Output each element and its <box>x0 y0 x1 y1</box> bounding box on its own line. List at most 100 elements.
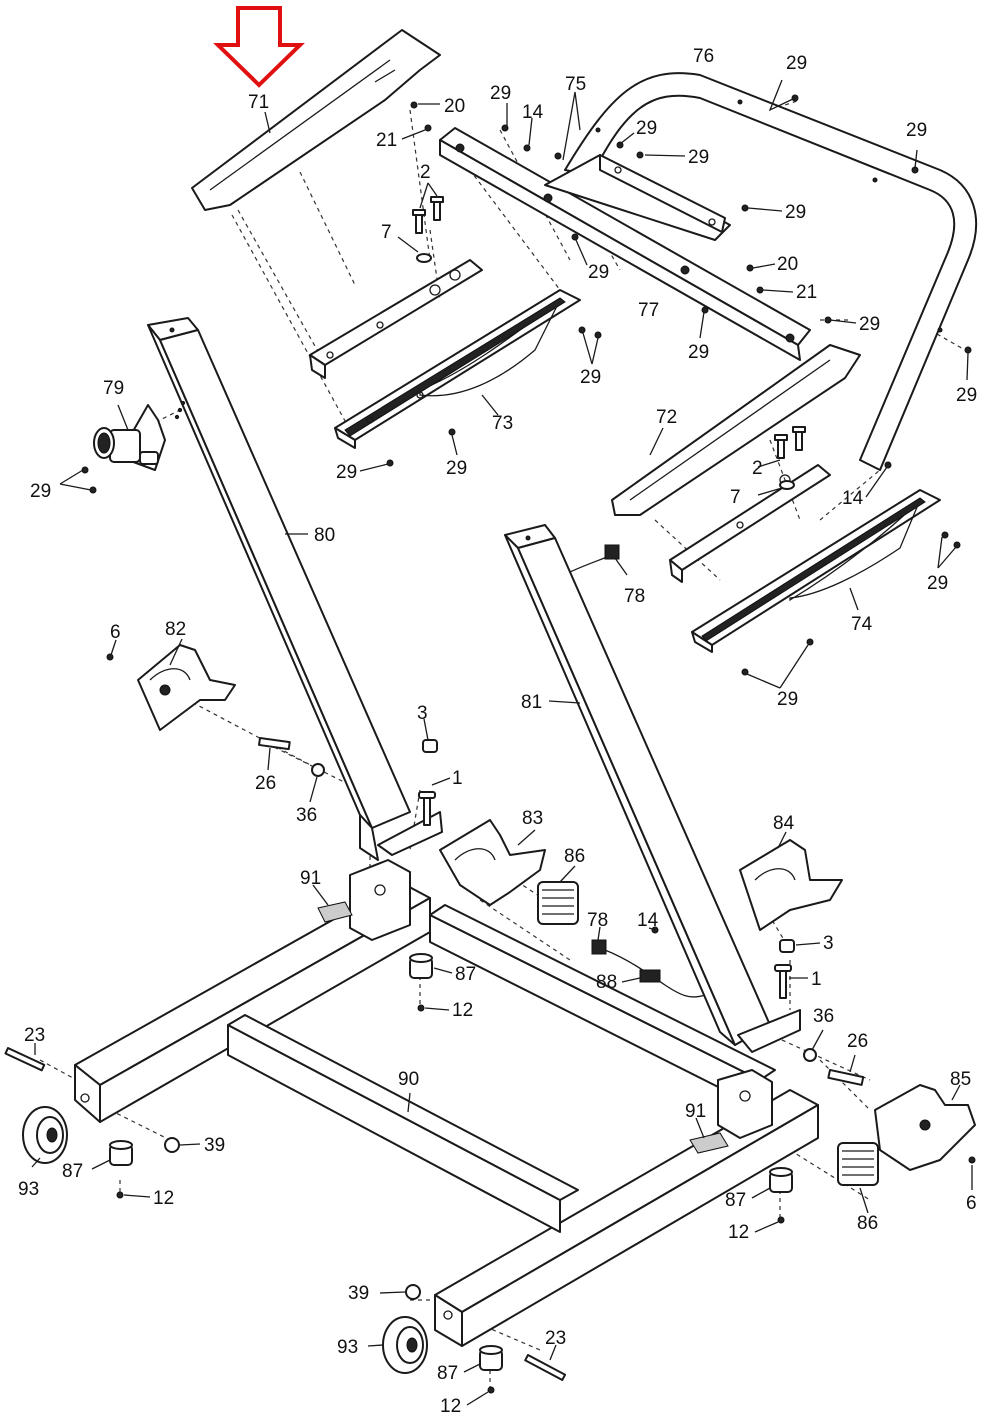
part-label-87: 87 <box>437 1363 458 1384</box>
part-label-80: 80 <box>314 525 335 546</box>
part-label-29: 29 <box>490 83 511 104</box>
part-label-72: 72 <box>656 407 677 428</box>
small-screws <box>81 94 976 1394</box>
part-label-3: 3 <box>417 703 428 724</box>
part-label-86: 86 <box>564 846 585 867</box>
part-label-6: 6 <box>966 1193 977 1214</box>
part-label-29: 29 <box>446 458 467 479</box>
handrail-76 <box>564 72 977 471</box>
part-label-12: 12 <box>728 1222 749 1243</box>
part-label-87: 87 <box>62 1161 83 1182</box>
left-handle-bracket <box>309 259 483 379</box>
shroud-84 <box>739 839 843 931</box>
shroud-83 <box>439 819 546 906</box>
shroud-85 <box>874 1084 976 1171</box>
part-label-85: 85 <box>950 1069 971 1090</box>
right-pulse-grip-74 <box>691 489 941 653</box>
part-label-90: 90 <box>398 1069 419 1090</box>
part-label-73: 73 <box>492 413 513 434</box>
part-label-36: 36 <box>813 1006 834 1027</box>
part-label-29: 29 <box>785 202 806 223</box>
part-label-1: 1 <box>452 768 463 789</box>
wire-78-top <box>569 544 620 573</box>
part-label-29: 29 <box>30 481 51 502</box>
part-label-93: 93 <box>18 1179 39 1200</box>
part-label-23: 23 <box>24 1025 45 1046</box>
part-label-29: 29 <box>636 118 657 139</box>
part-label-20: 20 <box>444 96 465 117</box>
leveler-87 <box>109 953 793 1371</box>
part-label-36: 36 <box>296 805 317 826</box>
part-label-82: 82 <box>165 619 186 640</box>
part-label-23: 23 <box>545 1328 566 1349</box>
part-label-20: 20 <box>777 254 798 275</box>
bolts <box>4 196 865 1382</box>
leader-lines <box>31 79 973 1406</box>
part-label-39: 39 <box>204 1135 225 1156</box>
part-label-74: 74 <box>851 614 873 635</box>
part-label-29: 29 <box>906 120 927 141</box>
part-label-81: 81 <box>521 692 542 713</box>
wheel-93-right <box>382 1316 428 1374</box>
right-handle-bracket <box>669 464 831 583</box>
part-label-7: 7 <box>730 487 741 508</box>
highlight-arrow <box>213 6 305 88</box>
part-label-87: 87 <box>725 1190 746 1211</box>
wire-78-88 <box>591 939 706 998</box>
part-label-21: 21 <box>376 130 397 151</box>
pivot-assembly-79 <box>93 404 166 471</box>
part-label-29: 29 <box>786 53 807 74</box>
part-label-29: 29 <box>859 314 880 335</box>
part-label-3: 3 <box>823 933 834 954</box>
part-label-39: 39 <box>348 1283 369 1304</box>
left-pulse-grip-73 <box>334 289 581 449</box>
shroud-82 <box>137 644 236 731</box>
part-label-29: 29 <box>688 342 709 363</box>
wheel-93-left <box>22 1106 68 1164</box>
part-label-26: 26 <box>847 1031 868 1052</box>
part-label-77: 77 <box>638 300 659 321</box>
part-label-1: 1 <box>811 969 822 990</box>
clip-86-b <box>837 1142 879 1186</box>
part-label-29: 29 <box>927 573 948 594</box>
part-label-91: 91 <box>300 868 321 889</box>
crossbar-77 <box>439 127 811 361</box>
part-label-76: 76 <box>693 46 714 67</box>
part-label-7: 7 <box>381 222 392 243</box>
part-label-12: 12 <box>440 1396 461 1416</box>
clip-86-a <box>537 881 579 925</box>
part-label-2: 2 <box>420 162 431 183</box>
part-label-84: 84 <box>773 813 795 834</box>
part-label-88: 88 <box>596 972 617 993</box>
part-label-86: 86 <box>857 1213 878 1234</box>
part-label-29: 29 <box>956 385 977 406</box>
part-label-14: 14 <box>637 910 659 931</box>
right-handle-cover-72 <box>611 344 861 516</box>
part-label-78: 78 <box>587 910 608 931</box>
part-label-14: 14 <box>522 102 544 123</box>
part-label-29: 29 <box>588 262 609 283</box>
part-label-87: 87 <box>455 964 476 985</box>
part-label-2: 2 <box>752 458 763 479</box>
part-label-75: 75 <box>565 74 586 95</box>
part-label-14: 14 <box>842 488 864 509</box>
part-label-6: 6 <box>110 622 121 643</box>
left-upright-80 <box>147 317 443 861</box>
part-label-71: 71 <box>248 92 269 113</box>
part-label-78: 78 <box>624 586 645 607</box>
right-upright-81 <box>504 524 801 1053</box>
part-label-29: 29 <box>688 147 709 168</box>
part-label-79: 79 <box>103 378 124 399</box>
part-label-93: 93 <box>337 1337 358 1358</box>
part-label-29: 29 <box>777 689 798 710</box>
part-label-29: 29 <box>580 367 601 388</box>
part-label-12: 12 <box>452 1000 473 1021</box>
part-label-29: 29 <box>336 462 357 483</box>
part-number-labels: 71 20 21 2 7 29 14 75 76 29 29 29 29 29 … <box>18 46 977 1416</box>
part-label-91: 91 <box>685 1101 706 1122</box>
part-label-83: 83 <box>522 808 543 829</box>
base-frame <box>74 859 819 1347</box>
part-label-12: 12 <box>153 1188 174 1209</box>
